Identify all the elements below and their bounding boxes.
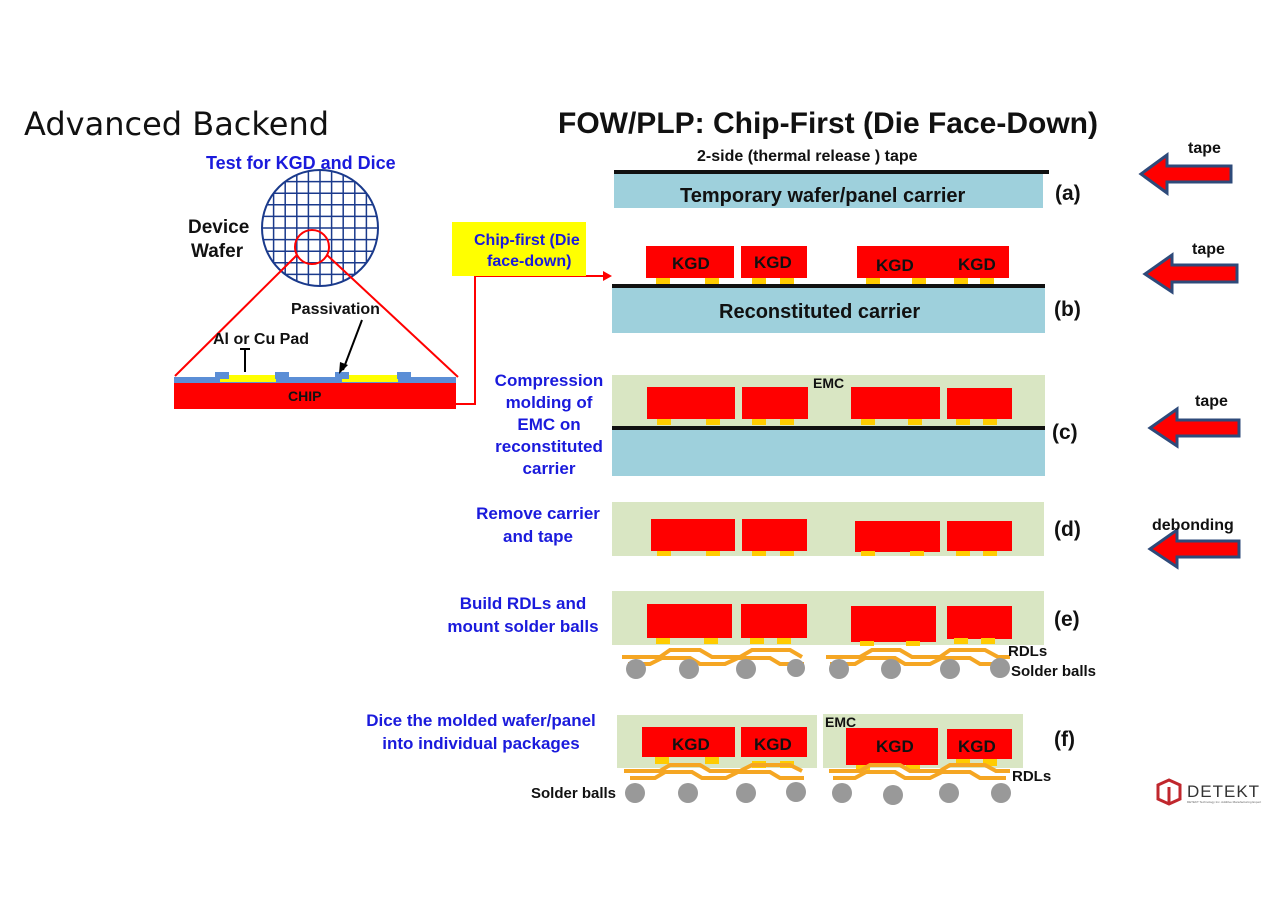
step-d-letter: (d)	[1054, 518, 1081, 541]
kgd-label-b1: KGD	[672, 254, 710, 273]
carrier-c	[612, 430, 1045, 476]
step-c-desc-1: Compression	[495, 371, 604, 390]
rdls-label-e: RDLs	[1008, 643, 1047, 660]
rdl-traces-e	[622, 648, 1010, 666]
chip-first-callout	[452, 222, 586, 276]
step-f-letter: (f)	[1054, 728, 1075, 751]
dies-c	[647, 387, 1012, 425]
dies-e	[647, 604, 1012, 646]
arrow-tape-b	[1142, 252, 1239, 295]
arrow-label-d: debonding	[1152, 517, 1234, 534]
kgd-label-b3: KGD	[876, 256, 914, 275]
emc-label-c: EMC	[813, 375, 844, 391]
zoom-circle	[294, 229, 330, 265]
kgd-label-b2: KGD	[754, 253, 792, 272]
arrow-tape-c	[1147, 406, 1241, 449]
detekt-logo-tagline: DETEKT Technology Inc. Additive Manufact…	[1187, 800, 1261, 804]
pad-label: Al or Cu Pad	[213, 331, 309, 348]
test-kgd-label: Test for KGD and Dice	[206, 153, 396, 173]
tape-layer-c	[612, 426, 1045, 430]
detekt-logo-name: DETEKT	[1187, 782, 1260, 801]
wafer-graphic	[261, 169, 379, 287]
device-wafer-label-1: Device	[188, 217, 249, 238]
zoom-line-right	[326, 254, 459, 378]
zoom-line-left	[174, 254, 298, 377]
kgd-label-b4: KGD	[958, 255, 996, 274]
reconstituted-carrier	[612, 288, 1045, 333]
arrow-label-a: tape	[1188, 140, 1221, 157]
step-c-letter: (c)	[1052, 421, 1078, 444]
passivation-pointer	[342, 319, 363, 371]
detekt-logo-icon	[1156, 778, 1182, 806]
step-b-letter: (b)	[1054, 298, 1081, 321]
step-f-desc-1: Dice the molded wafer/panel	[366, 711, 596, 730]
tape-description: 2-side (thermal release ) tape	[697, 148, 918, 165]
device-wafer-label-2: Wafer	[191, 241, 244, 262]
step-e-letter: (e)	[1054, 608, 1080, 631]
chip-cross-section	[174, 372, 456, 409]
step-c-desc-5: carrier	[523, 459, 576, 478]
solder-balls-f	[625, 782, 1011, 805]
solder-balls-label-f: Solder balls	[531, 785, 616, 802]
detekt-logo: DETEKT DETEKT Technology Inc. Additive M…	[1156, 778, 1261, 806]
reconstituted-carrier-label: Reconstituted carrier	[719, 301, 920, 323]
arrow-debonding-d	[1147, 527, 1241, 570]
dies-d	[651, 519, 1012, 556]
passivation-label: Passivation	[291, 301, 380, 318]
temporary-carrier-label: Temporary wafer/panel carrier	[680, 185, 966, 207]
solder-balls-e	[626, 658, 1010, 679]
flow-connector-arrowhead	[603, 271, 612, 281]
chip-first-line2: face-down)	[487, 253, 571, 270]
tape-layer-b	[612, 284, 1045, 288]
step-c-desc-3: EMC on	[517, 415, 580, 434]
arrow-label-c: tape	[1195, 393, 1228, 410]
chip-first-line1: Chip-first (Die	[474, 232, 580, 249]
step-c-desc-2: molding of	[506, 393, 593, 412]
step-c-description: Compression molding of EMC on reconstitu…	[495, 371, 604, 478]
step-d-desc-2: and tape	[503, 527, 573, 546]
arrow-label-b: tape	[1192, 241, 1225, 258]
step-f-desc-2: into individual packages	[382, 734, 579, 753]
emc-label-f: EMC	[825, 714, 856, 730]
kgd-label-f4: KGD	[958, 737, 996, 756]
rdls-label-f: RDLs	[1012, 768, 1051, 785]
chip-label: CHIP	[288, 388, 321, 404]
kgd-label-f1: KGD	[672, 735, 710, 754]
left-title: Advanced Backend	[24, 105, 329, 143]
main-title: FOW/PLP: Chip-First (Die Face-Down)	[558, 107, 1098, 140]
kgd-dies-b	[646, 246, 1009, 284]
step-e-desc-1: Build RDLs and	[460, 594, 587, 613]
step-a-letter: (a)	[1055, 182, 1081, 205]
step-c-desc-4: reconstituted	[495, 437, 603, 456]
arrow-tape-a	[1138, 152, 1233, 196]
passivation-pointer-head	[339, 362, 348, 374]
temporary-carrier	[614, 174, 1043, 208]
tape-layer-a	[614, 170, 1049, 174]
kgd-label-f2: KGD	[754, 735, 792, 754]
step-e-desc-2: mount solder balls	[447, 617, 598, 636]
kgd-label-f3: KGD	[876, 737, 914, 756]
solder-balls-label-e: Solder balls	[1011, 663, 1096, 680]
rdl-traces-f	[624, 763, 1010, 780]
step-d-desc-1: Remove carrier	[476, 504, 600, 523]
